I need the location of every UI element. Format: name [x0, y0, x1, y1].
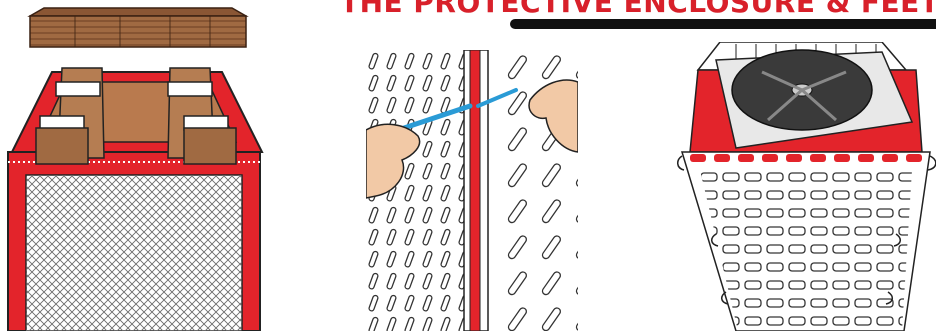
assembled-unit-illustration [676, 42, 936, 331]
title-underline [510, 19, 936, 29]
wood-board-stack [30, 8, 246, 47]
red-channel [464, 50, 488, 331]
page-title: THE PROTECTIVE ENCLOSURE & FEET [340, 0, 936, 19]
red-frame [8, 72, 262, 331]
enclosure-frame-illustration [0, 0, 300, 331]
attaching-panels-illustration [366, 50, 578, 331]
